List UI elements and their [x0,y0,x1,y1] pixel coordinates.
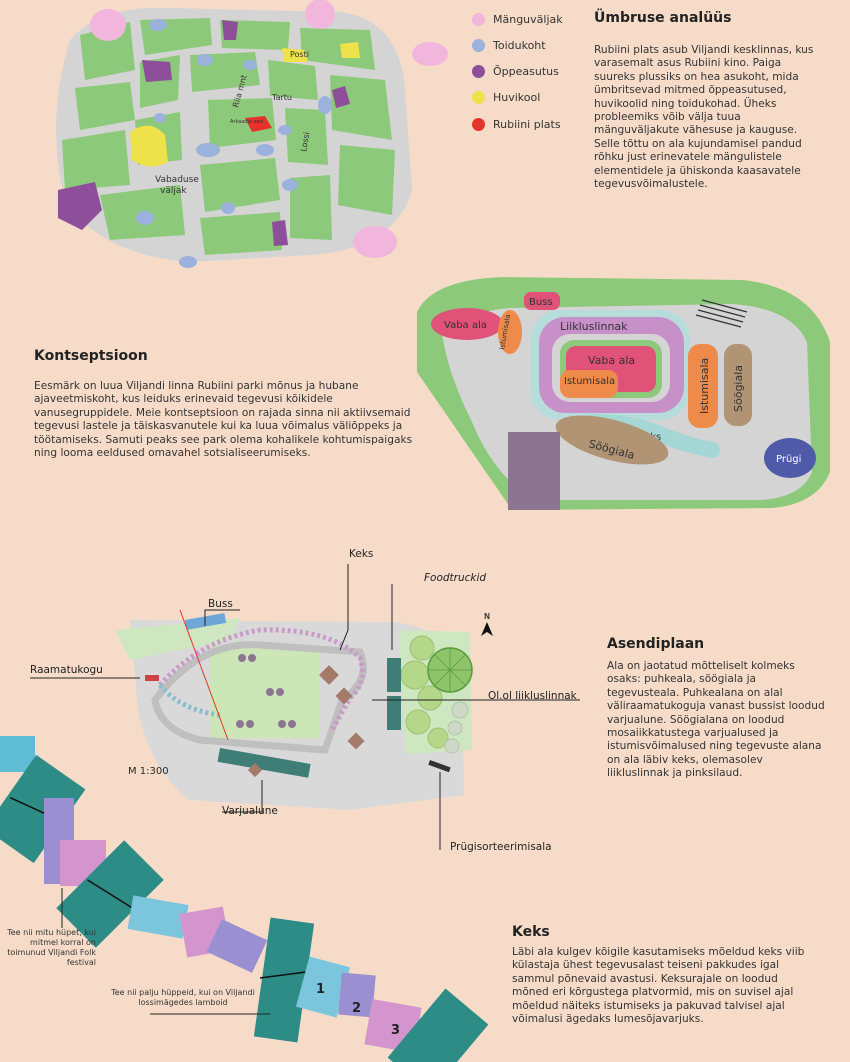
street-posti: Posti [290,50,309,59]
callout-lines [30,564,580,850]
zone-istumisala-center: Istumisala [564,376,615,387]
legend-item-rubiini-plats: Rubiini plats [472,115,561,133]
zone-diagram: Vaba ala Istumisala Buss Liikluslinnak V… [417,277,830,510]
street-lossi: Lossi [299,131,311,152]
rubiini-plats-marker [245,116,272,132]
callout-buss: Buss [208,598,233,610]
zone-buss: Buss [529,297,553,308]
callout-prugisorteerimisala: Prügisorteerimisala [450,841,552,853]
street-valjak: väljak [160,186,187,196]
hop-number-1: 1 [316,982,325,997]
kontseptsioon-text: Eesmärk on luua Viljandi linna Rubiini p… [34,380,413,460]
neighbourhood-map: Posti Riia mnt Tartu Arkaadia aed Lossi … [56,0,448,268]
legend-swatch [472,38,485,52]
zone-vaba-ala-left: Vaba ala [444,320,487,331]
callout-liikluslinnak: Ol.ol liikluslinnak [488,690,577,702]
zone-istumisala-right: Istumisala [698,358,711,414]
callout-keks: Keks [349,548,374,560]
legend-item-oppeasutus: Õppeasutus [472,62,559,80]
keks-title: Keks [512,924,550,940]
umbruse-text: Rubiini plats asub Viljandi kesklinnas, … [594,44,814,191]
zone-prugi: Prügi [776,454,801,465]
street-vabaduse: Vabaduse [155,175,199,185]
hopscotch-note-2: Tee nii palju hüppeid, kui on Viljandi l… [111,988,255,1007]
umbruse-title: Ümbruse analüüs [594,10,732,26]
keks-text: Läbi ala kulgev kõigile kasutamiseks mõe… [512,946,805,1026]
street-arkaadia: Arkaadia aed [230,119,263,125]
callout-raamatukogu: Raamatukogu [30,664,103,676]
legend-item-huvikool: Huvikool [472,88,540,106]
zone-soogiala-right: Söögiala [732,365,745,412]
asendiplaan-text: Ala on jaotatud mõtteliselt kolmeks osak… [607,660,825,780]
kontseptsioon-title: Kontseptsioon [34,348,148,364]
legend-swatch [472,117,485,131]
legend-item-toidukoht: Toidukoht [472,36,546,54]
callout-varjualune: Varjualune [222,805,278,817]
hopscotch-note-1: Tee nii mitu hüpet, kui mitmel korral on… [7,928,96,967]
north-label: N [484,612,490,621]
street-tartu: Tartu [271,93,292,102]
site-plan [115,609,473,810]
hop-number-2: 2 [352,1001,361,1016]
plan-scale: M 1:300 [128,766,169,777]
legend-swatch [472,90,485,104]
legend-swatch [472,12,485,26]
zone-vaba-ala-center: Vaba ala [588,354,635,367]
asendiplaan-title: Asendiplaan [607,636,705,652]
hopscotch-graphic: 1 2 3 [0,736,489,1062]
zone-liikluslinnak: Liikluslinnak [560,320,628,333]
legend-item-manguvaljak: Mänguväljak [472,10,563,28]
hop-number-3: 3 [391,1023,400,1038]
north-arrow-icon [481,622,493,636]
legend-swatch [472,64,485,78]
callout-foodtruck: Foodtruckid [424,572,487,584]
